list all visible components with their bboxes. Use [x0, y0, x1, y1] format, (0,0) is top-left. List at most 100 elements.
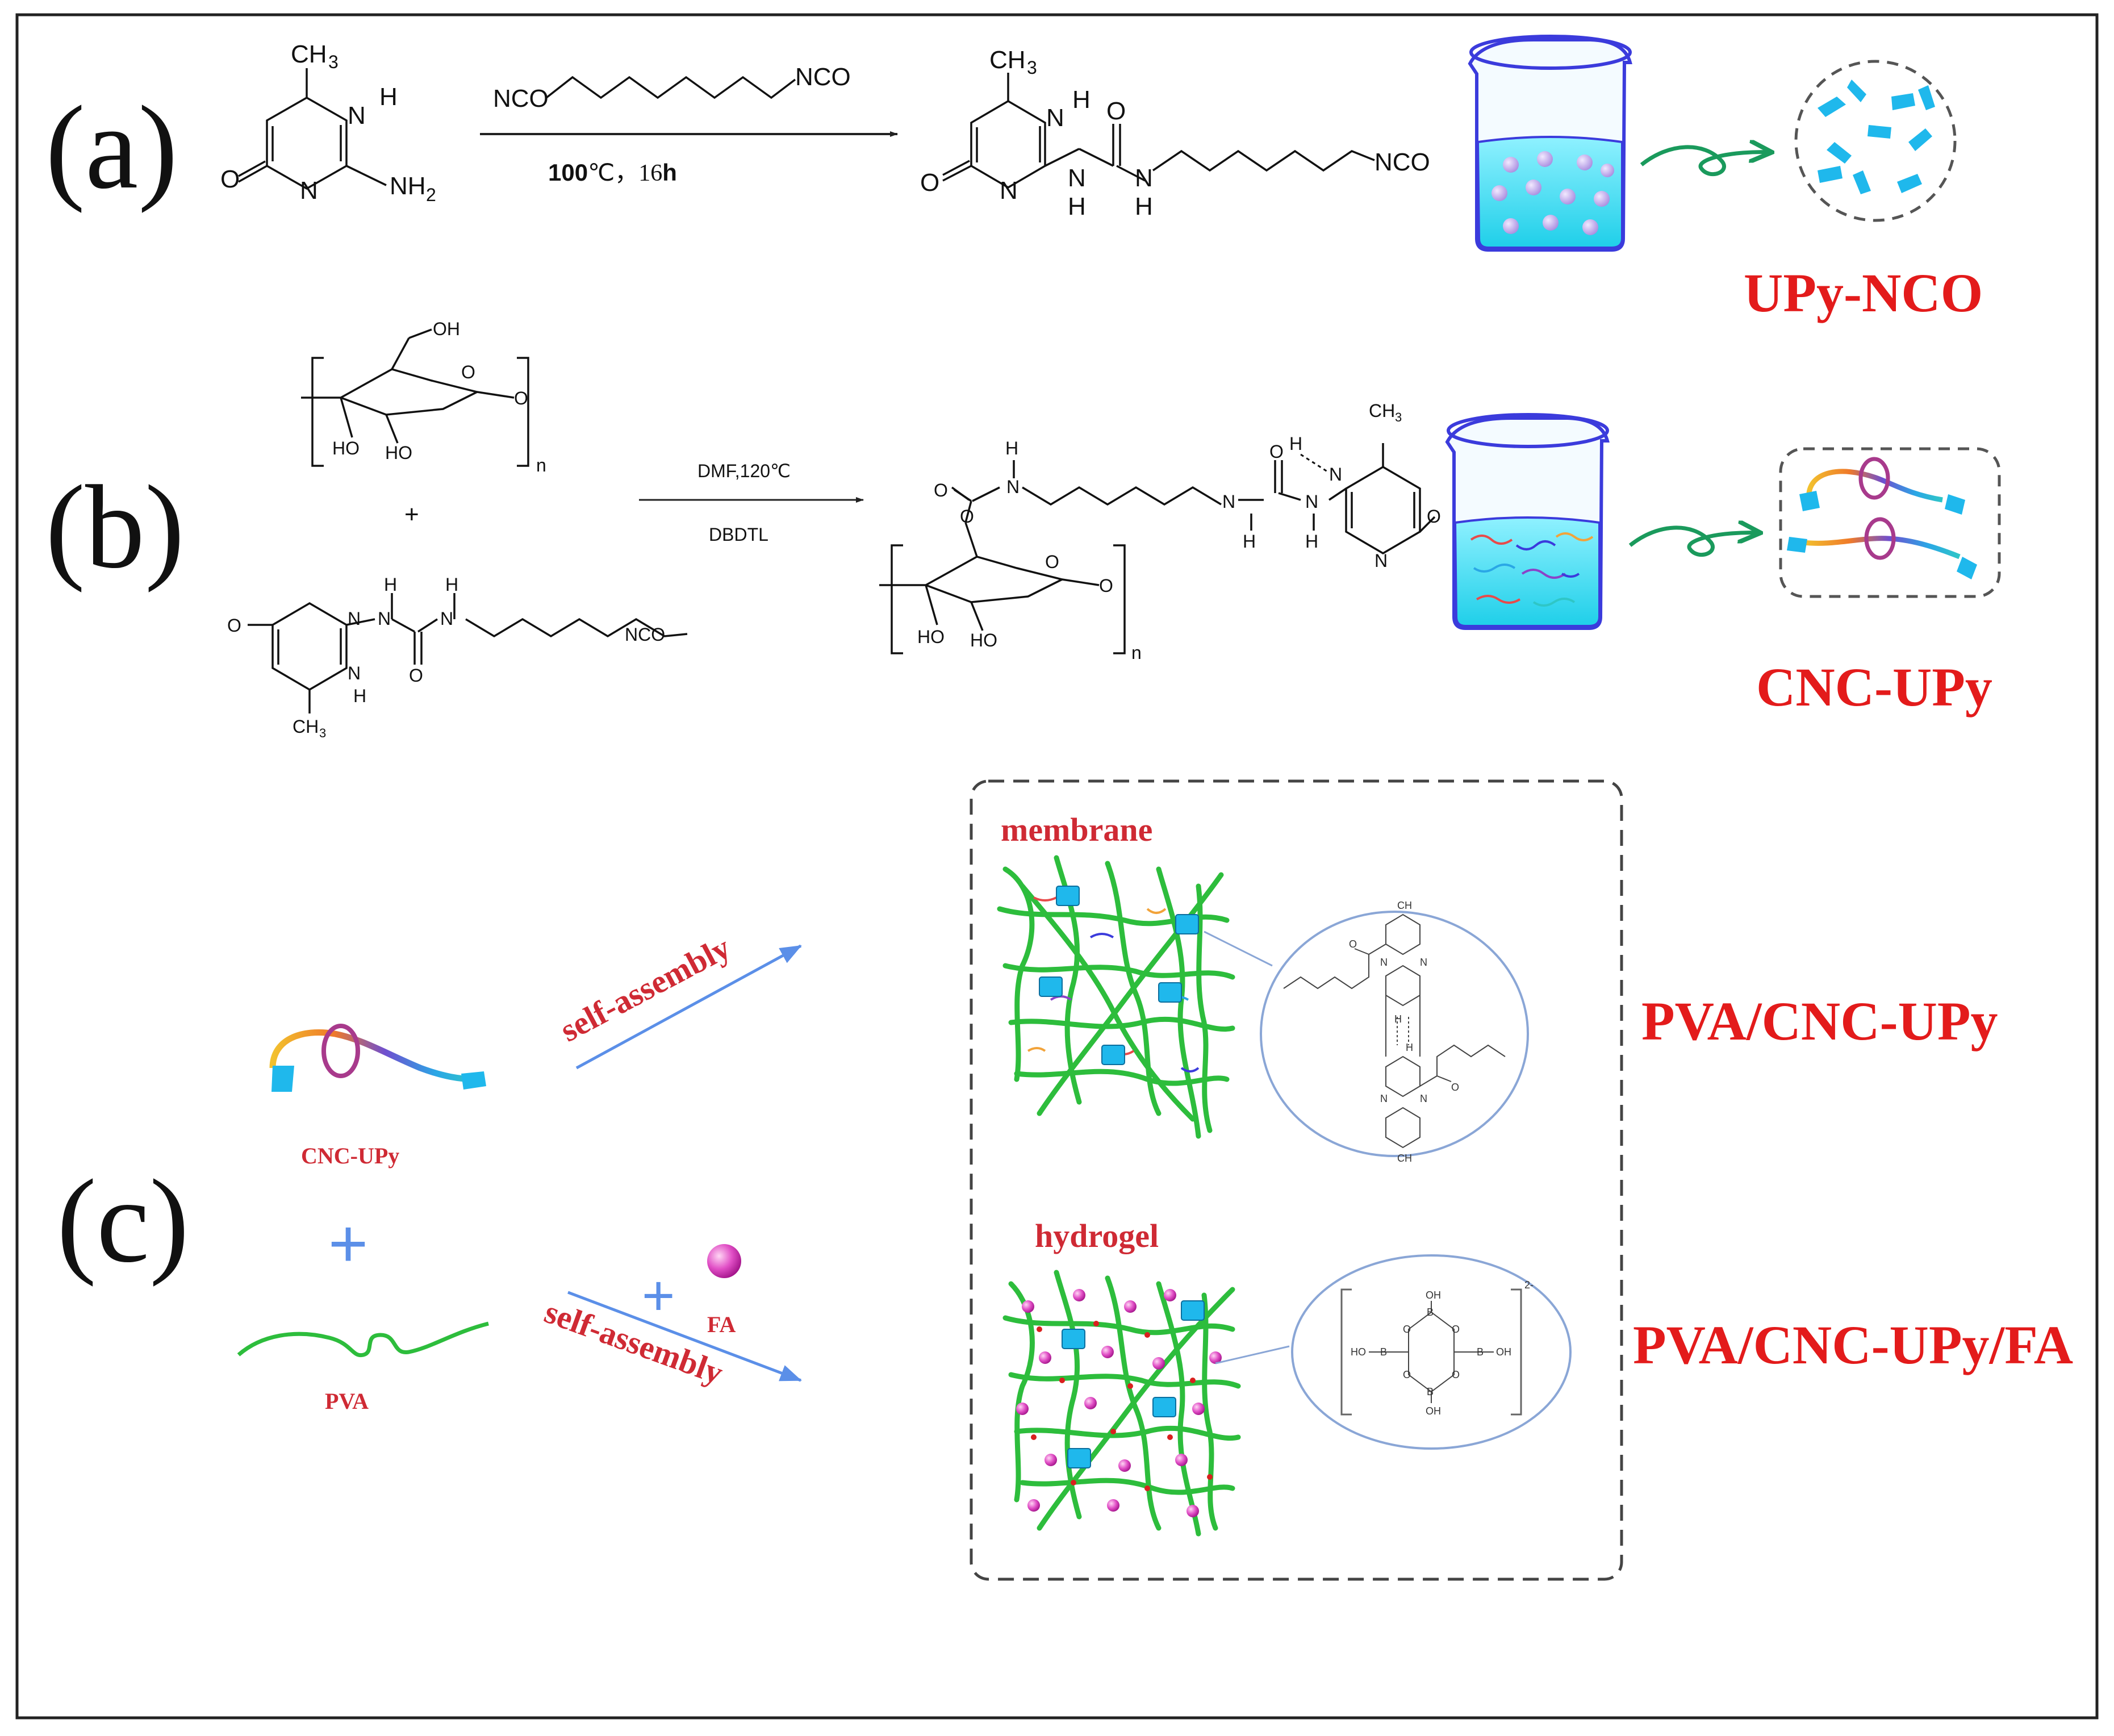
- zoom-line-hydrogel: [1215, 1345, 1290, 1364]
- borate-charge: 2-: [1524, 1279, 1534, 1291]
- cnc-upy-chains-icon: [1779, 447, 2001, 598]
- product-a-nh2-h: H: [1135, 193, 1153, 220]
- borate-b-top: B: [1427, 1307, 1434, 1318]
- upy-dimer-detail: CH CH O O N N N N H H: [1260, 900, 1529, 1164]
- upy-b-o2: O: [409, 665, 423, 686]
- upy-b-n1: N: [348, 608, 361, 629]
- reactant-nh2: NH: [390, 172, 426, 200]
- product-a-o1: O: [920, 169, 939, 197]
- prod-b-n-urea1: N: [1222, 491, 1235, 512]
- product-a-n1: N: [1046, 104, 1064, 132]
- reactant-methylisocytosine: CH 3 N H N O NH 2: [220, 40, 436, 205]
- cell-ho2: HO: [385, 443, 412, 463]
- dimer-o-top: O: [1349, 938, 1357, 950]
- conditions-a-temp: 100: [548, 159, 588, 186]
- upy-b-n4: N: [348, 663, 361, 683]
- prod-b-o-urea: O: [1269, 441, 1284, 462]
- prod-b-sub-n: n: [1131, 642, 1142, 663]
- prod-b-h-urea2: H: [1305, 531, 1318, 552]
- plus-c-left: +: [328, 1205, 368, 1282]
- upy-b-h2: H: [445, 574, 458, 595]
- reactant-nh2-sub: 2: [426, 185, 436, 205]
- prod-b-ch3: CH: [1369, 400, 1395, 421]
- caption-pva-cnc-upy-fa: PVA/CNC-UPy/FA: [1633, 1314, 2073, 1375]
- caption-upy-nco: UPy-NCO: [1744, 262, 1983, 323]
- pva-chain-icon: [237, 1321, 489, 1358]
- product-a-o2: O: [1106, 97, 1126, 125]
- prod-b-h-urea1: H: [1243, 531, 1256, 552]
- cell-oh-top: OH: [433, 319, 460, 339]
- prod-b-o-end: O: [1427, 506, 1441, 527]
- product-a-ch3: CH: [989, 46, 1026, 74]
- reagent-nco-right: NCO: [795, 63, 851, 91]
- label-cnc-upy: CNC-UPy: [301, 1143, 399, 1169]
- borate-oh-top: OH: [1426, 1290, 1441, 1301]
- caption-cnc-upy: CNC-UPy: [1756, 657, 1992, 717]
- self-assembly-arrow-bottom: [567, 1291, 802, 1382]
- result-box: [970, 779, 1623, 1581]
- reactant-h: H: [379, 83, 398, 111]
- label-membrane: membrane: [1001, 811, 1152, 848]
- upy-b-nco: NCO: [625, 624, 665, 645]
- cell-o-link: O: [514, 388, 528, 408]
- prod-b-o-ring: O: [1045, 552, 1059, 572]
- panel-b: (b) OH O O HO HO n +: [45, 319, 2001, 740]
- self-assembly-arrow-top: [575, 944, 802, 1070]
- reactant-ch3-sub: 3: [328, 52, 339, 72]
- upy-nco-reactant: O N H N H N N H O NCO CH 3: [227, 574, 688, 740]
- product-a-h1: H: [1072, 86, 1091, 114]
- figure-border: [15, 13, 2099, 1720]
- reactant-ch3: CH: [291, 40, 327, 68]
- conditions-a-time: h: [662, 159, 677, 186]
- borate-oh-right: OH: [1496, 1346, 1511, 1358]
- cnc-upy-chain-icon: [269, 1024, 486, 1092]
- product-upy-nco: CH 3 N H O N N H O N H NCO: [920, 46, 1430, 220]
- panel-a-letter: (a): [45, 82, 178, 214]
- label-fa: FA: [707, 1312, 736, 1337]
- dimer-n1: N: [1380, 957, 1388, 968]
- dispersed-crystals-icon: [1794, 60, 1957, 222]
- borate-o1: O: [1403, 1324, 1411, 1335]
- prod-b-ho2: HO: [970, 630, 997, 650]
- conditions-b-bottom: DBDTL: [709, 524, 768, 545]
- prod-b-n-ring1: N: [1329, 464, 1342, 485]
- dimer-o-bottom: O: [1451, 1082, 1459, 1093]
- borate-b-bottom: B: [1427, 1386, 1434, 1397]
- upy-b-o: O: [227, 615, 241, 636]
- dimer-h1: H: [1394, 1013, 1402, 1025]
- dimer-n4: N: [1420, 1093, 1427, 1104]
- membrane-network-icon: [997, 855, 1235, 1139]
- cell-o-ring: O: [461, 362, 475, 382]
- zoom-line-membrane: [1204, 930, 1273, 967]
- product-a-ch3-sub: 3: [1027, 57, 1037, 78]
- product-a-nh1-h: H: [1068, 193, 1086, 220]
- borate-o2: O: [1452, 1324, 1460, 1335]
- dimer-n3: N: [1380, 1093, 1388, 1104]
- upy-b-h1: H: [384, 574, 397, 595]
- dimer-ch3-top: CH: [1397, 900, 1412, 911]
- prod-b-h-ring: H: [1289, 433, 1302, 454]
- product-cnc-upy: H N O O N H O N H N H N O CH 3 O O HO HO…: [879, 400, 1441, 663]
- prod-b-n-top: N: [1006, 477, 1020, 497]
- prod-b-ch3-sub: 3: [1395, 410, 1402, 424]
- plus-b: +: [404, 500, 419, 528]
- upy-b-ch3-sub: 3: [319, 726, 326, 740]
- beaker-with-fibers-icon: [1445, 413, 1610, 630]
- product-a-nco: NCO: [1374, 148, 1430, 176]
- reactant-n3: N: [300, 177, 318, 205]
- borate-o3: O: [1403, 1369, 1411, 1380]
- upy-b-ch3: CH: [293, 716, 319, 737]
- product-a-n2: N: [1000, 177, 1018, 205]
- prod-b-ho1: HO: [917, 627, 945, 647]
- upy-b-n2: N: [378, 608, 391, 629]
- prod-b-o-link: O: [1099, 575, 1113, 596]
- panel-a: (a) CH 3 N H N O NH 2 NCO NCO 100℃，16h: [45, 35, 1983, 323]
- reagent-nco-left: NCO: [493, 85, 549, 112]
- product-a-nh2-n: N: [1135, 164, 1153, 192]
- cell-ho1: HO: [332, 438, 360, 458]
- reactant-o: O: [220, 165, 240, 193]
- borate-detail: OH OH B B B B O O O O HO OH 2-: [1291, 1254, 1572, 1450]
- label-pva: PVA: [325, 1388, 369, 1414]
